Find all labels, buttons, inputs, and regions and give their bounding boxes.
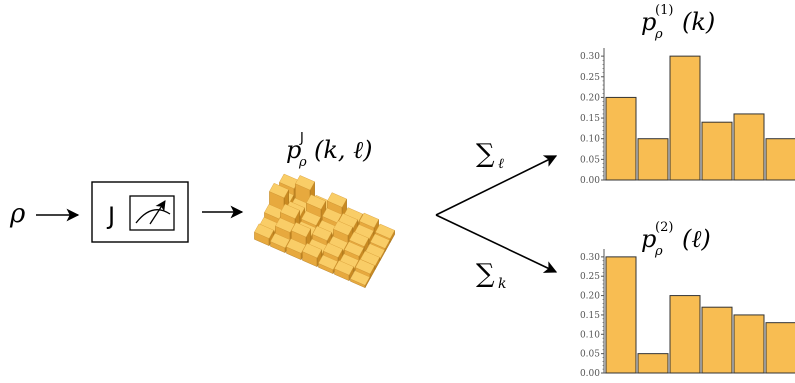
joint-3d-histogram — [254, 173, 395, 289]
histogram-block — [350, 270, 370, 289]
sum-over-l-label: ∑ ℓ — [476, 139, 504, 172]
y-tick-label: 0.15 — [580, 114, 600, 124]
svg-text:ρ: ρ — [654, 27, 663, 42]
bar — [733, 314, 765, 374]
svg-text:p: p — [286, 136, 301, 164]
svg-text:p: p — [641, 225, 656, 253]
svg-text:∑: ∑ — [476, 139, 495, 169]
svg-text:ρ: ρ — [298, 155, 307, 170]
gauge-meter-icon — [129, 195, 175, 231]
bar — [669, 55, 701, 181]
joint-distribution-title: p J ρ (k, ℓ) — [286, 131, 373, 170]
y-tick-label: 0.10 — [580, 330, 600, 340]
bar — [605, 256, 637, 374]
bar — [669, 295, 701, 374]
bar — [701, 306, 733, 374]
y-tick-label: 0.05 — [580, 350, 600, 360]
marginal-2-title: p (2) ρ (ℓ) — [641, 220, 711, 259]
bar — [701, 121, 733, 181]
svg-text:(1): (1) — [655, 3, 673, 18]
y-tick-label: 0.10 — [580, 135, 600, 145]
svg-text:J: J — [299, 131, 304, 146]
bar — [733, 113, 765, 181]
y-tick-label: 0.25 — [580, 73, 600, 83]
input-state-symbol: ρ — [9, 199, 26, 229]
measurement-label: J — [106, 202, 115, 230]
bar — [637, 138, 669, 181]
y-tick-label: 0.30 — [580, 52, 600, 62]
marginal-1-title: p (1) ρ (k) — [641, 3, 715, 42]
svg-text:(k, ℓ): (k, ℓ) — [314, 136, 373, 164]
svg-text:ℓ: ℓ — [498, 156, 504, 172]
svg-text:(2): (2) — [655, 220, 673, 235]
sum-over-k-label: ∑ k — [476, 259, 506, 292]
svg-text:∑: ∑ — [476, 259, 495, 289]
svg-text:p: p — [641, 8, 656, 36]
svg-text:(k): (k) — [682, 8, 715, 36]
branch-arrows — [435, 155, 558, 273]
marginal-2-chart: 0.00 0.05 0.10 0.15 0.20 0.25 0.30 — [580, 249, 795, 379]
y-tick-label: 0.20 — [580, 93, 600, 103]
svg-text:(ℓ): (ℓ) — [682, 225, 711, 253]
bar — [605, 96, 637, 181]
histogram-block — [302, 242, 322, 268]
svg-text:k: k — [498, 276, 506, 292]
bar — [637, 353, 669, 374]
bar — [765, 322, 795, 374]
marginal-1-chart: 0.00 0.05 0.10 0.15 0.20 0.25 0.30 — [580, 48, 795, 186]
y-tick-label: 0.00 — [580, 176, 600, 186]
histogram-block — [334, 260, 354, 282]
y-tick-label: 0.20 — [580, 292, 600, 302]
y-tick-label: 0.30 — [580, 253, 600, 263]
y-tick-label: 0.00 — [580, 369, 600, 379]
svg-text:ρ: ρ — [654, 244, 663, 259]
y-tick-label: 0.25 — [580, 272, 600, 282]
bar — [765, 138, 795, 181]
y-tick-label: 0.05 — [580, 155, 600, 165]
y-tick-label: 0.15 — [580, 311, 600, 321]
